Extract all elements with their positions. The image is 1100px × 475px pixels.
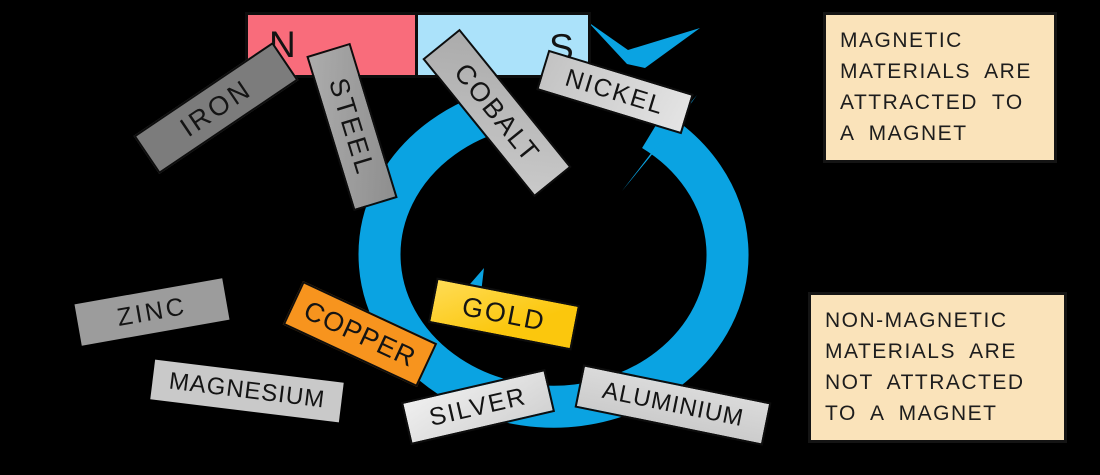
bar-gold-label: GOLD [459, 290, 549, 337]
callout-magnetic-materials: MAGNETIC MATERIALS ARE ATTRACTED TO A MA… [823, 12, 1057, 163]
bar-zinc-label: ZINC [114, 291, 189, 332]
callout-non-magnetic-materials: NON-MAGNETIC MATERIALS ARE NOT ATTRACTED… [808, 292, 1067, 443]
circular-arrow-head [588, 22, 700, 68]
bar-magnet: N S [245, 12, 591, 78]
